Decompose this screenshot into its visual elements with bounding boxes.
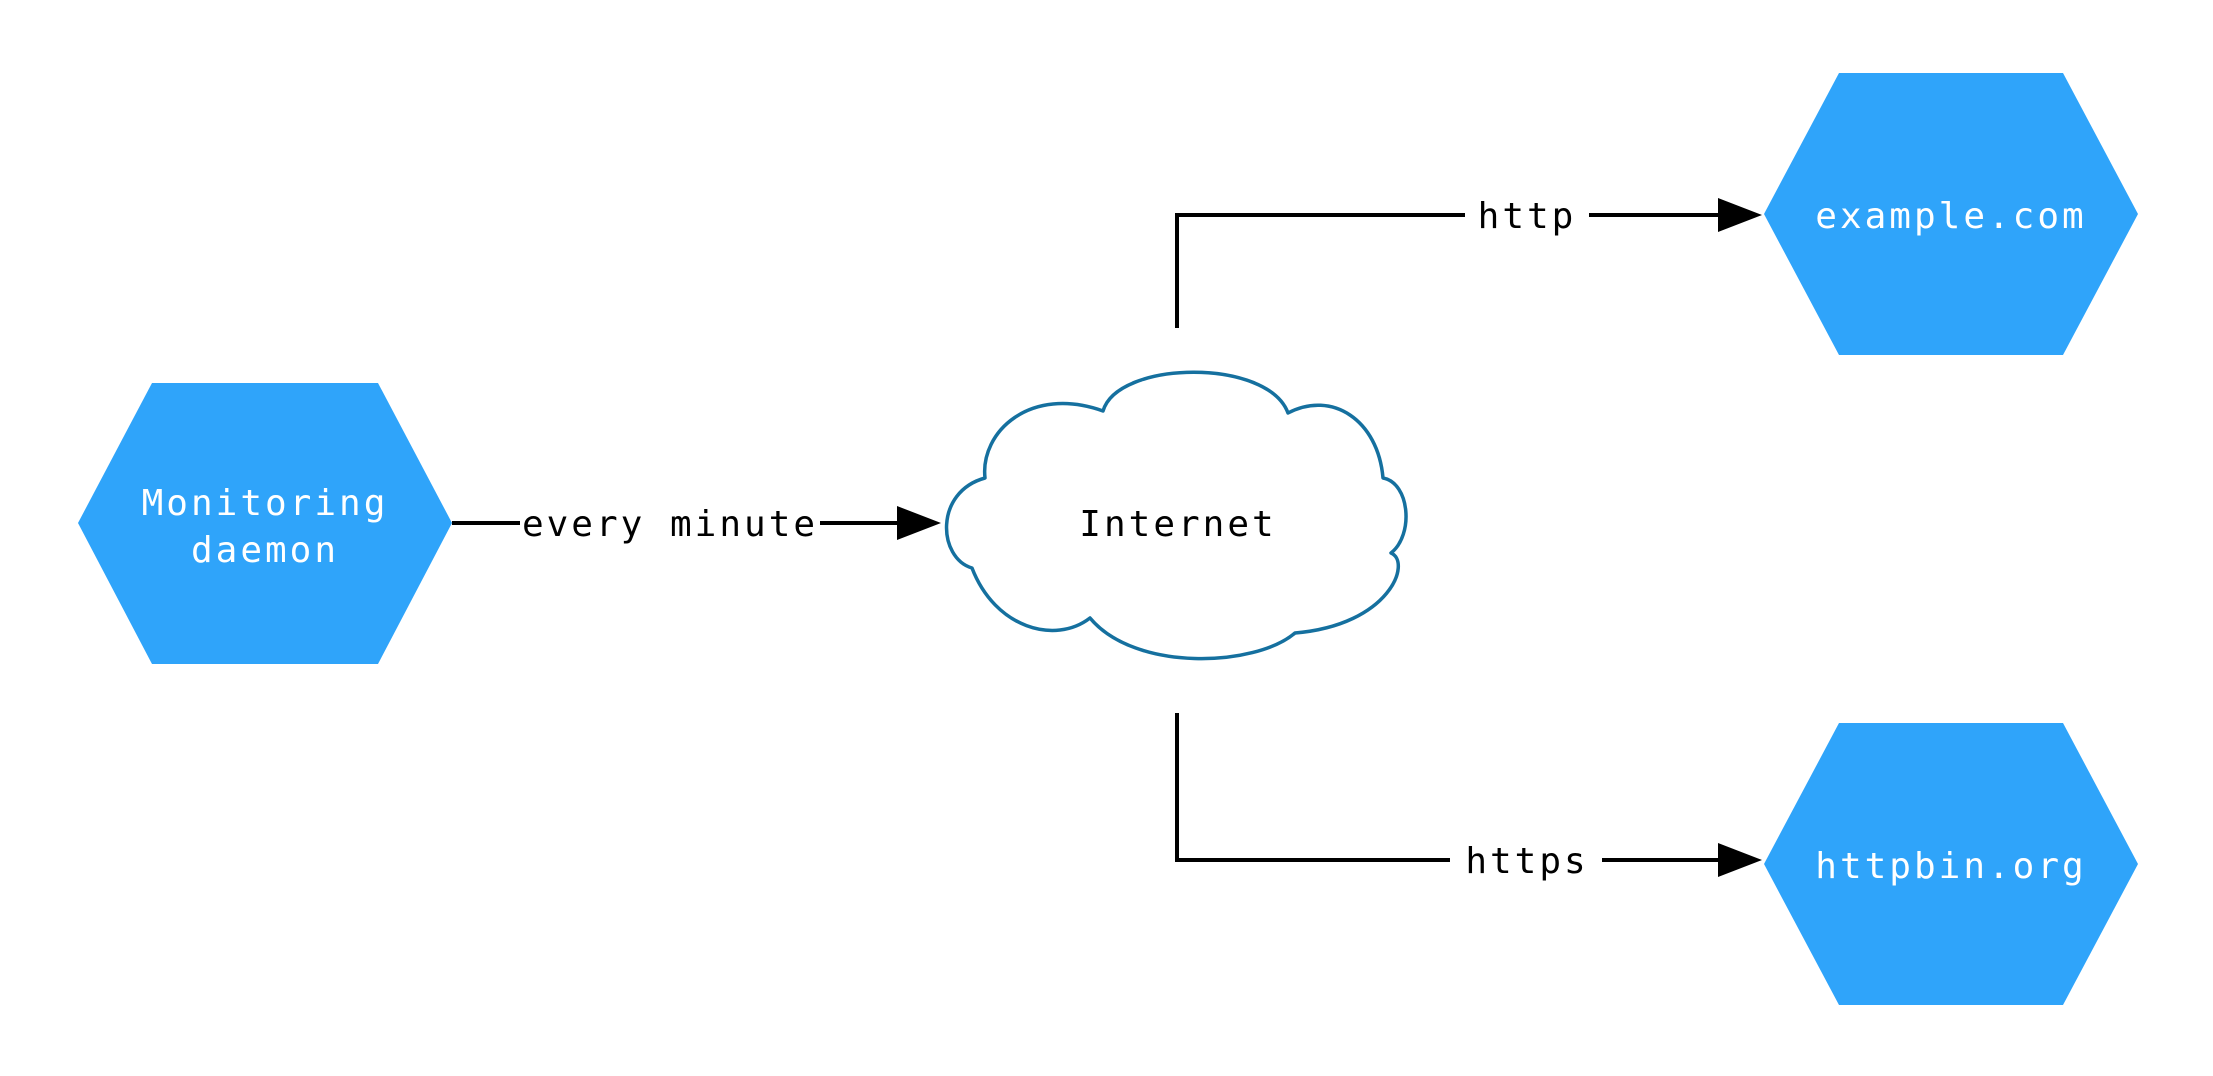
node-httpbin-org: httpbin.org (1764, 723, 2138, 1005)
edge-every-minute: every minute (452, 498, 941, 548)
monitoring-daemon-label-line2: daemon (191, 530, 339, 571)
monitoring-daemon-label-line1: Monitoring (142, 483, 389, 524)
edge-http-label: http (1478, 196, 1577, 237)
edge-https-label: https (1465, 841, 1588, 882)
edge-http: http (1175, 190, 1762, 328)
node-example-com: example.com (1764, 73, 2138, 355)
edge-every-minute-label: every minute (522, 504, 818, 545)
edge-http-arrowhead-icon (1718, 198, 1762, 232)
example-com-label: example.com (1815, 196, 2086, 237)
node-internet: Internet (944, 370, 1408, 661)
edge-every-minute-arrowhead-icon (897, 506, 941, 540)
edge-http-label-bg (1465, 190, 1589, 240)
httpbin-org-label: httpbin.org (1815, 846, 2086, 887)
edge-https: https (1175, 713, 1762, 885)
internet-label: Internet (1079, 504, 1276, 545)
node-monitoring-daemon: Monitoring daemon (78, 383, 452, 664)
edge-https-label-bg (1450, 835, 1602, 885)
example-com-hexagon-shape (1764, 73, 2138, 355)
internet-cloud-shape (944, 370, 1408, 661)
monitoring-daemon-hexagon-shape (78, 383, 452, 664)
httpbin-org-hexagon-shape (1764, 723, 2138, 1005)
edge-https-arrowhead-icon (1718, 843, 1762, 877)
edge-every-minute-label-bg (520, 498, 820, 548)
